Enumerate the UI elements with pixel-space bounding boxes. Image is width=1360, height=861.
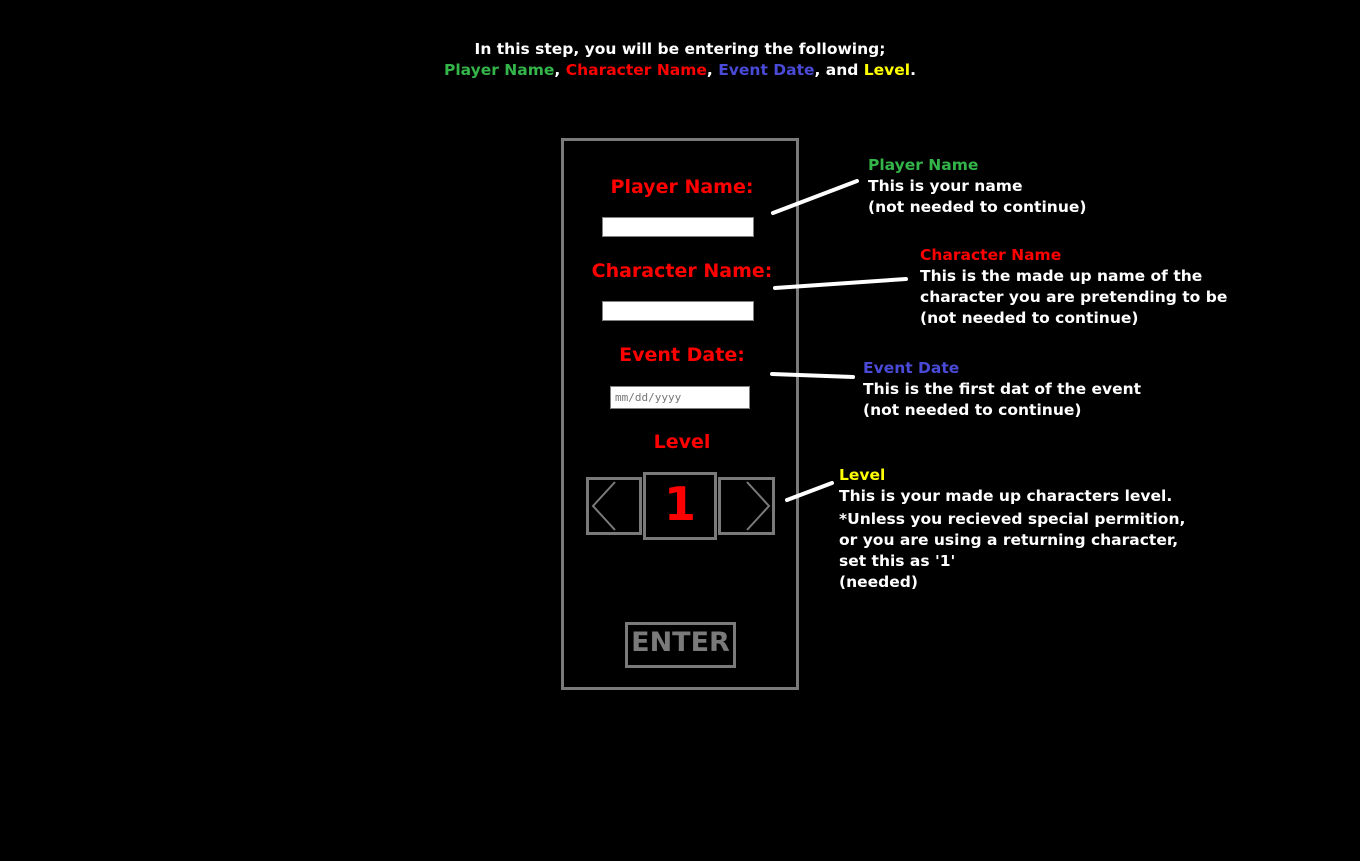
level-note-line: (needed) xyxy=(839,573,918,591)
intro-level: Level xyxy=(863,61,911,79)
event-note-title: Event Date xyxy=(863,359,960,377)
enter-button[interactable]: ENTER xyxy=(625,622,736,668)
level-note-title: Level xyxy=(839,466,886,484)
player-note: Player Name This is your name (not neede… xyxy=(868,155,1086,218)
level-label: Level xyxy=(653,431,711,453)
event-date-label: Event Date: xyxy=(619,344,745,366)
character-note: Character Name This is the made up name … xyxy=(920,245,1227,329)
entry-form-panel: Player Name: Character Name: Event Date:… xyxy=(561,138,799,690)
player-note-line: This is your name xyxy=(868,177,1023,195)
intro-character: Character Name xyxy=(565,61,707,79)
player-note-title: Player Name xyxy=(868,156,979,174)
level-note: Level This is your made up characters le… xyxy=(839,465,1185,593)
character-note-title: Character Name xyxy=(920,246,1062,264)
character-note-line: (not needed to continue) xyxy=(920,309,1139,327)
level-connector xyxy=(785,481,834,502)
player-note-line: (not needed to continue) xyxy=(868,198,1087,216)
character-name-label: Character Name: xyxy=(591,260,773,282)
character-note-line: This is the made up name of the xyxy=(920,267,1203,285)
event-date-input[interactable] xyxy=(610,386,750,409)
intro-line-2: Player Name, Character Name, Event Date,… xyxy=(380,60,980,81)
chevron-right-icon xyxy=(746,481,771,531)
character-note-line: character you are pretending to be xyxy=(920,288,1228,306)
level-note-line: This is your made up characters level. xyxy=(839,487,1173,505)
chevron-left-icon xyxy=(591,481,616,531)
intro-sep-2: , xyxy=(706,61,719,79)
intro-sep-3: , and xyxy=(814,61,864,79)
level-note-line: set this as '1' xyxy=(839,552,956,570)
intro-end: . xyxy=(910,61,917,79)
event-note: Event Date This is the first dat of the … xyxy=(863,358,1141,421)
intro-player: Player Name xyxy=(443,61,555,79)
level-note-line: *Unless you recieved special permition, xyxy=(839,510,1186,528)
character-name-input[interactable] xyxy=(602,301,754,321)
event-note-line: This is the first dat of the event xyxy=(863,380,1142,398)
player-name-label: Player Name: xyxy=(610,176,754,198)
character-connector xyxy=(773,277,908,290)
intro-event: Event Date xyxy=(718,61,815,79)
player-name-input[interactable] xyxy=(602,217,754,237)
intro-text: In this step, you will be entering the f… xyxy=(380,39,980,81)
level-increment-button[interactable] xyxy=(718,477,775,535)
level-value-display: 1 xyxy=(643,472,717,540)
intro-line-1: In this step, you will be entering the f… xyxy=(474,40,886,58)
player-connector xyxy=(771,179,859,215)
level-note-line: or you are using a returning character, xyxy=(839,531,1179,549)
event-note-line: (not needed to continue) xyxy=(863,401,1082,419)
intro-sep-1: , xyxy=(554,61,566,79)
event-connector xyxy=(770,372,855,379)
level-decrement-button[interactable] xyxy=(586,477,642,535)
